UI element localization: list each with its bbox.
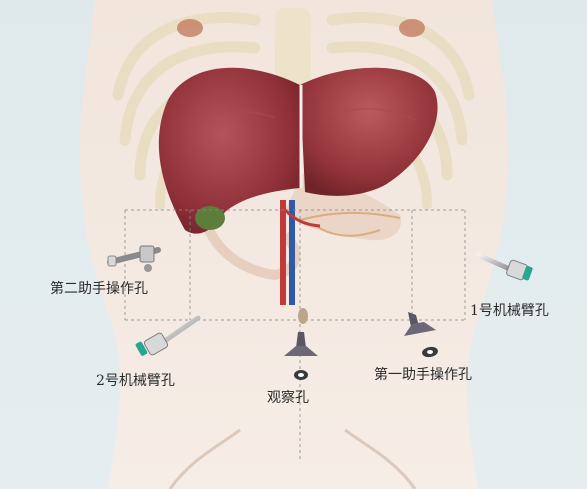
- assistant-port-1-label: 第一助手操作孔: [374, 367, 472, 383]
- umbilicus: [298, 308, 308, 324]
- assistant-port-2-label: 第二助手操作孔: [50, 281, 148, 297]
- arm-port-2-label: 2号机械臂孔: [96, 373, 175, 389]
- nipple-left: [177, 19, 203, 37]
- nipple-right: [399, 19, 425, 37]
- observation-port-label: 观察孔: [267, 390, 309, 406]
- arm-port-1-label: 1号机械臂孔: [470, 303, 549, 319]
